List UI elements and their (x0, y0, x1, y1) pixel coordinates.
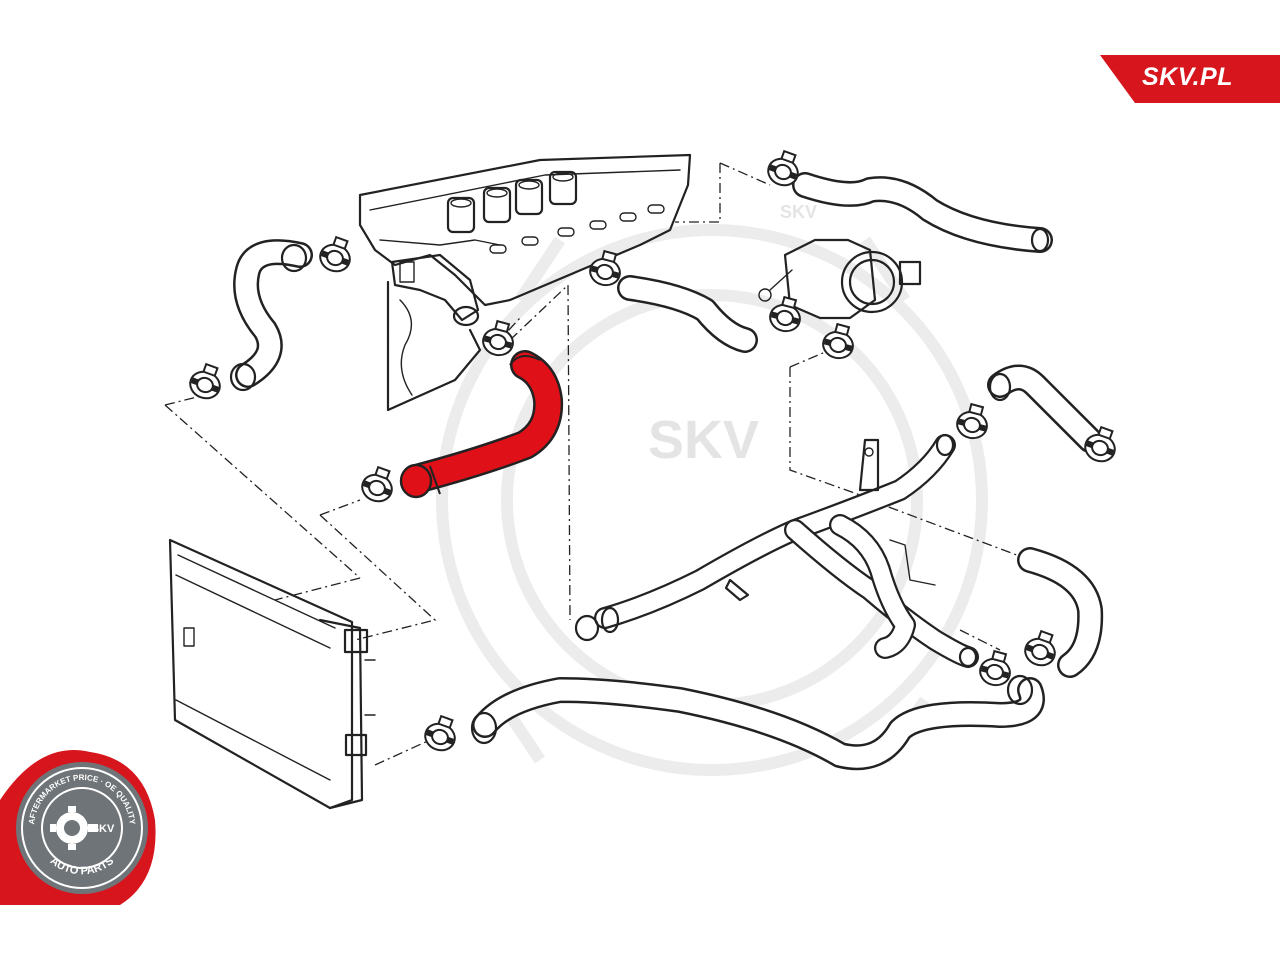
hose-clamp-icon (319, 235, 351, 273)
hose-clamp-icon (769, 295, 801, 333)
hose-clamp-icon (482, 319, 514, 357)
pipe-assembly (574, 433, 979, 668)
hose-clamp-icon (424, 714, 456, 752)
hoses (229, 172, 1104, 771)
watermark-center-text: SKV (648, 410, 759, 470)
engine-block (358, 153, 692, 412)
hose-clamp-icon (189, 362, 221, 400)
hose-clamp-icon (979, 649, 1011, 687)
hose-clamp-icon (1084, 425, 1116, 463)
hose-clamp-icon (822, 322, 854, 360)
throttle-body (758, 238, 922, 320)
brand-tab (1100, 55, 1280, 103)
hose-clamp-icon (361, 465, 393, 503)
radiator (168, 538, 376, 810)
brand-tab-label: SKV.PL (1142, 63, 1234, 91)
skv-badge: AFTERMARKET PRICE · OE QUALITY AUTO PART… (0, 750, 156, 905)
brand-tab-label-box: SKV.PL (1100, 55, 1280, 103)
hose-clamp-icon (589, 249, 621, 287)
badge-center-text: SKV (92, 823, 115, 835)
badge-gear-icon (50, 806, 98, 850)
hose-clamps (189, 149, 1116, 752)
hose-clamp-icon (1024, 629, 1056, 667)
hose-clamp-icon (956, 402, 988, 440)
watermark-small-text: SKV (780, 202, 817, 222)
highlighted-coolant-hose (399, 350, 564, 499)
hose-clamp-icon (767, 149, 799, 187)
